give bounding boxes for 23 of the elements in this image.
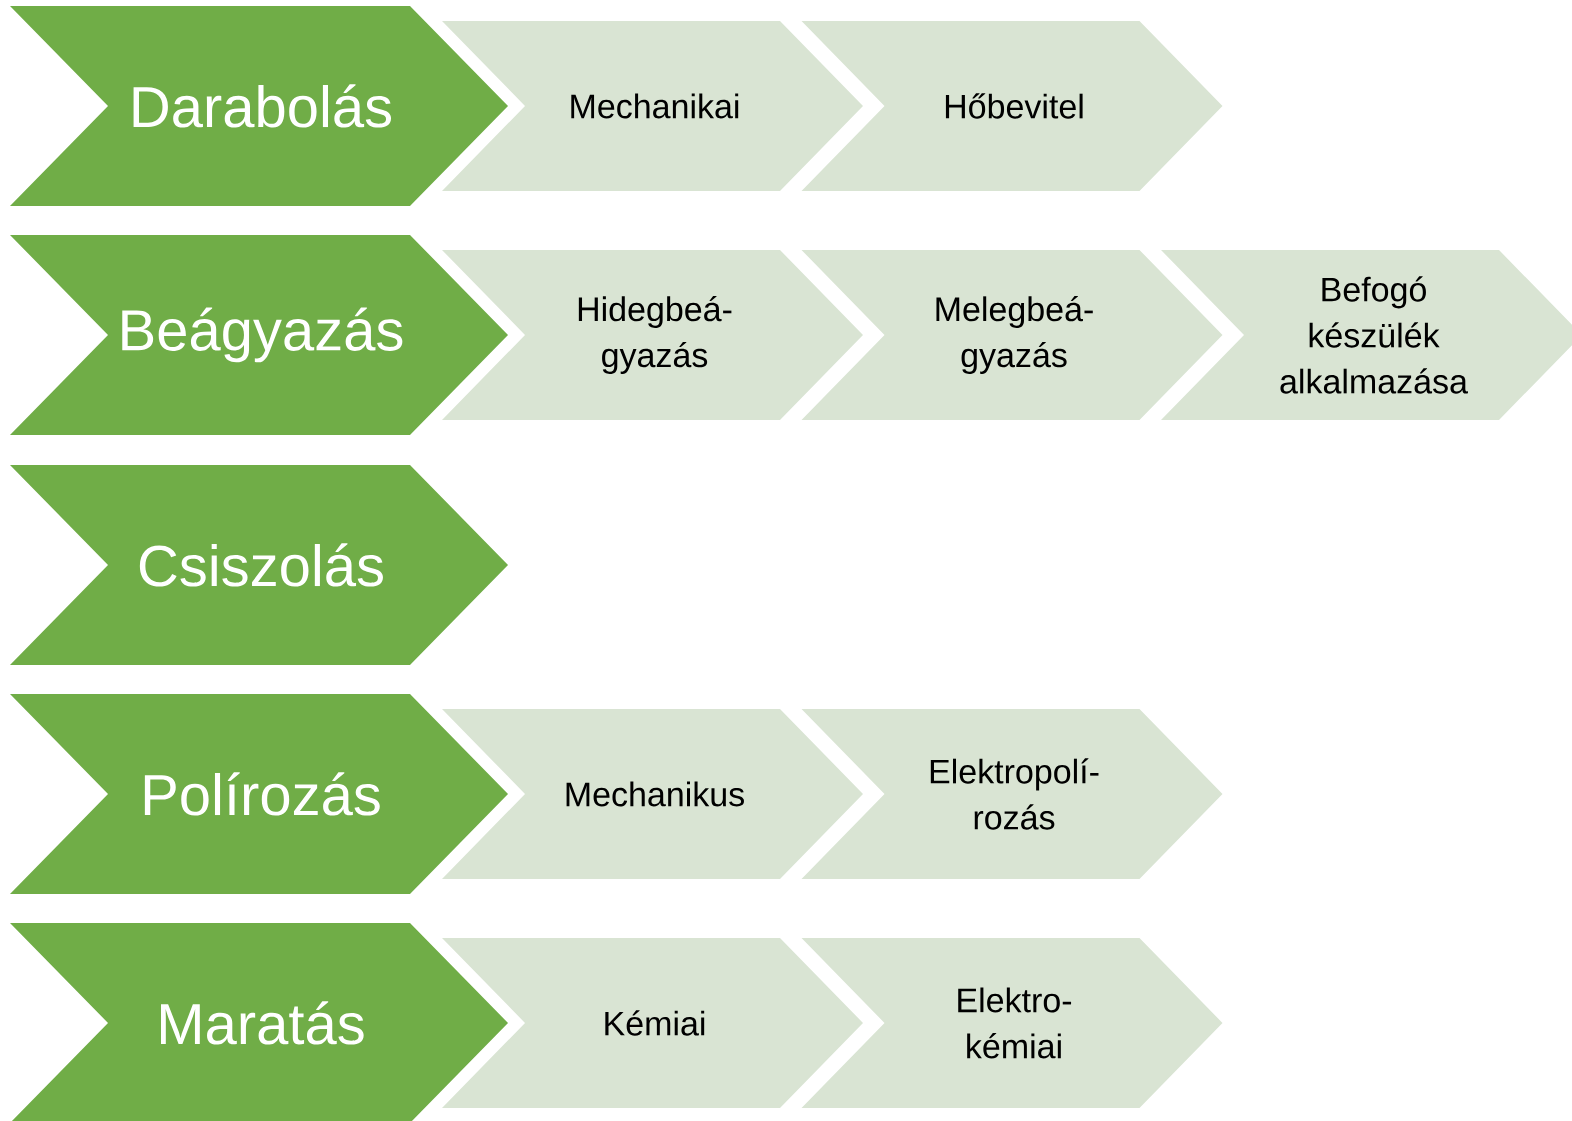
step-box: Kémiai [442,938,863,1108]
node-label: Mechanikai [571,93,739,119]
process-box: Darabolás [10,6,508,206]
step-box: Befogó készülék alkalmazása [1161,250,1572,420]
step-box: Hidegbeá-gyazás [442,250,863,420]
step-box: Mechanikus [442,709,863,879]
node-label: Befogó készülék alkalmazása [1280,276,1468,394]
node-label: Kémiai [605,1010,705,1036]
step-box: Elektro-kémiai [801,938,1223,1108]
node-label: Melegbeá-gyazás [936,295,1093,375]
node-label: Elektro-kémiai [958,987,1072,1059]
process-box: Polírozás [10,694,508,894]
step-box: Hőbevitel [801,21,1223,191]
process-box: Beágyazás [10,235,508,435]
node-label: Hőbevitel [945,93,1083,119]
process-box: Csiszolás [10,465,508,665]
step-box: Melegbeá-gyazás [801,250,1223,420]
node-label: Elektropolí-rozás [930,758,1099,830]
step-box: Elektropolí-rozás [801,709,1223,879]
node-label: Mechanikus [566,781,744,807]
process-box: Maratás [10,923,508,1121]
node-label: Hidegbeá-gyazás [578,295,732,375]
step-box: Mechanikai [442,21,863,191]
